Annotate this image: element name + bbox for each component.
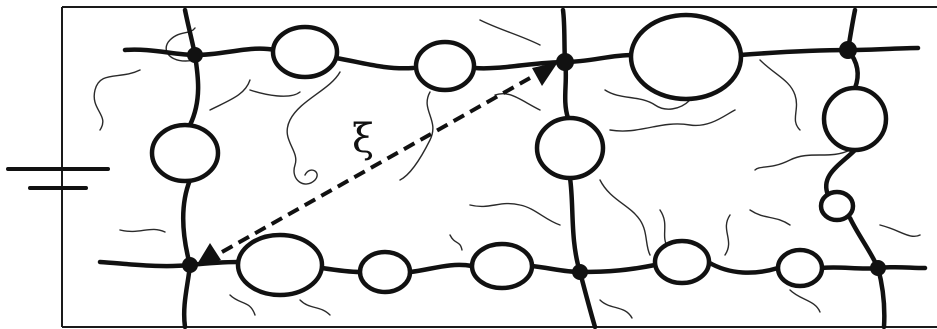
- arrowhead-upper: [532, 62, 558, 86]
- crosslink-node: [572, 264, 588, 280]
- crosslink-node: [556, 53, 574, 71]
- correlation-length-arrow: [196, 62, 558, 266]
- crosslink-node: [187, 47, 203, 63]
- correlation-length-label: ξ: [352, 116, 374, 162]
- battery-symbol: [6, 167, 110, 190]
- crosslink-node: [182, 257, 198, 273]
- crosslink-nodes: [182, 41, 886, 280]
- beads: [149, 12, 889, 298]
- crosslink-node: [839, 41, 857, 59]
- arrowhead-lower: [196, 243, 221, 266]
- crosslink-node: [870, 260, 886, 276]
